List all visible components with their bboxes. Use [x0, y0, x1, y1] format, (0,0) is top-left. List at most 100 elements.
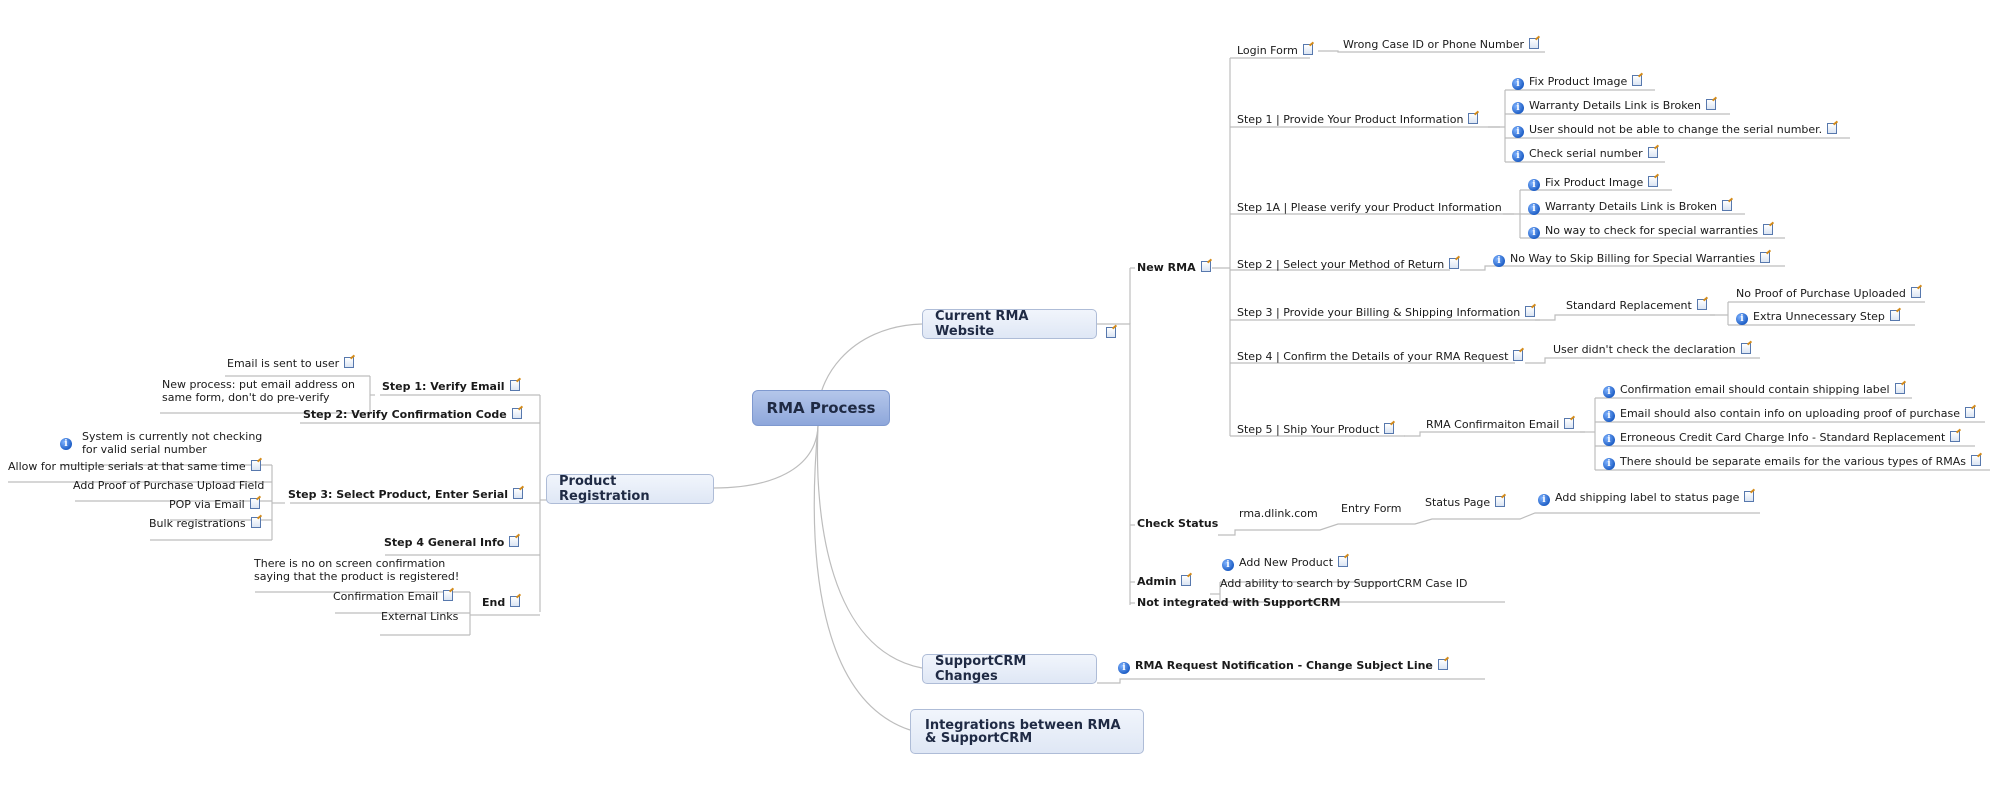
check-status-topic[interactable]: Check Status [1137, 517, 1219, 530]
pr-step4-topic[interactable]: Step 4 General Info [384, 536, 520, 550]
pr-step3-item[interactable]: Allow for multiple serials at that same … [8, 460, 261, 474]
admin-topic[interactable]: Admin [1137, 575, 1192, 589]
step2-topic[interactable]: Step 2 | Select your Method of Return [1237, 258, 1460, 272]
note-icon[interactable] [1647, 147, 1658, 158]
status-page-topic[interactable]: Status Page [1425, 496, 1506, 510]
note-icon[interactable] [1495, 496, 1506, 507]
step1a-topic[interactable]: Step 1A | Please verify your Product Inf… [1237, 201, 1502, 214]
note-icon[interactable] [1744, 491, 1755, 502]
note-icon[interactable] [1449, 258, 1460, 269]
note-icon[interactable] [249, 498, 260, 509]
note-icon[interactable] [1525, 306, 1536, 317]
step4-topic[interactable]: Step 4 | Confirm the Details of your RMA… [1237, 350, 1524, 364]
note-icon[interactable] [344, 357, 355, 368]
note-icon[interactable] [1384, 423, 1395, 434]
step4-issue[interactable]: User didn't check the declaration [1553, 343, 1751, 357]
note-icon[interactable] [443, 590, 454, 601]
note-icon[interactable] [250, 460, 261, 471]
note-icon[interactable] [509, 536, 520, 547]
note-icon[interactable] [513, 488, 524, 499]
pr-end-item[interactable]: External Links [381, 610, 459, 623]
info-icon: i [1603, 434, 1615, 446]
pr-end-item[interactable]: There is no on screen confirmation sayin… [254, 557, 460, 583]
note-icon[interactable] [1760, 252, 1771, 263]
main-topic-current-rma-website[interactable]: Current RMA Website [922, 309, 1097, 339]
pr-step3-item[interactable]: Bulk registrations [149, 517, 261, 531]
rma-confirmation-email-topic[interactable]: RMA Confirmaiton Email [1426, 418, 1575, 432]
step5-topic[interactable]: Step 5 | Ship Your Product [1237, 423, 1395, 437]
new-rma-topic[interactable]: New RMA [1137, 261, 1211, 275]
note-icon[interactable] [509, 380, 520, 391]
pr-step2-topic[interactable]: Step 2: Verify Confirmation Code [303, 408, 522, 422]
note-icon[interactable] [1200, 261, 1211, 272]
entry-form-topic[interactable]: Entry Form [1341, 502, 1402, 515]
login-issue[interactable]: Wrong Case ID or Phone Number [1343, 38, 1539, 52]
note-icon[interactable] [1513, 350, 1524, 361]
note-icon[interactable] [1827, 123, 1838, 134]
main-topic-supportcrm-changes[interactable]: SupportCRM Changes [922, 654, 1097, 684]
note-icon[interactable] [1971, 455, 1982, 466]
step3-topic[interactable]: Step 3 | Provide your Billing & Shipping… [1237, 306, 1536, 320]
note-icon[interactable] [1632, 75, 1643, 86]
pr-step3-topic[interactable]: Step 3: Select Product, Enter Serial [288, 488, 524, 502]
note-icon[interactable] [1722, 200, 1733, 211]
note-icon[interactable] [1740, 343, 1751, 354]
note-icon[interactable] [1965, 407, 1976, 418]
main-topic-integrations[interactable]: Integrations between RMA & SupportCRM [910, 709, 1144, 754]
note-icon[interactable] [1437, 659, 1448, 670]
standard-replacement-topic[interactable]: Standard Replacement [1566, 299, 1707, 313]
note-icon[interactable] [510, 596, 521, 607]
admin-item[interactable]: Add ability to search by SupportCRM Case… [1220, 577, 1468, 590]
note-icon[interactable] [1696, 299, 1707, 310]
check-status-site[interactable]: rma.dlink.com [1239, 507, 1318, 520]
note-icon[interactable] [511, 408, 522, 419]
step3-issue[interactable]: No Proof of Purchase Uploaded [1736, 287, 1921, 301]
login-form-topic[interactable]: Login Form [1237, 44, 1313, 58]
not-integrated-topic[interactable]: Not integrated with SupportCRM [1137, 596, 1341, 609]
main-topic-label: SupportCRM Changes [935, 654, 1027, 684]
pr-step3-item[interactable]: Add Proof of Purchase Upload Field [73, 479, 265, 492]
pr-step3-item[interactable]: i System is currently not checking for v… [60, 430, 267, 457]
note-icon[interactable] [1302, 44, 1313, 55]
note-icon[interactable] [1648, 176, 1659, 187]
pr-step1-topic[interactable]: Step 1: Verify Email [382, 380, 520, 394]
pr-step1-item[interactable]: Email is sent to user [227, 357, 355, 371]
note-icon[interactable] [1338, 556, 1349, 567]
note-icon[interactable] [1950, 431, 1961, 442]
main-topic-product-registration[interactable]: Product Registration [546, 474, 714, 504]
note-icon[interactable] [1910, 287, 1921, 298]
note-icon[interactable] [1763, 224, 1774, 235]
pr-end-item[interactable]: Confirmation Email [333, 590, 454, 604]
central-topic[interactable]: RMA Process [752, 390, 890, 426]
note-icon[interactable] [1706, 99, 1717, 110]
step1-topic[interactable]: Step 1 | Provide Your Product Informatio… [1237, 113, 1479, 127]
info-icon: i [1512, 78, 1524, 90]
note-icon[interactable] [1181, 575, 1192, 586]
pr-step3-item[interactable]: POP via Email [169, 498, 260, 512]
note-icon[interactable] [1528, 38, 1539, 49]
pr-end-topic[interactable]: End [482, 596, 521, 610]
note-icon[interactable] [250, 517, 261, 528]
pr-step1-item[interactable]: New process: put email address on same f… [162, 378, 355, 404]
note-icon[interactable] [1894, 383, 1905, 394]
note-icon[interactable] [1106, 327, 1116, 338]
note-icon[interactable] [1468, 113, 1479, 124]
note-icon[interactable] [1564, 418, 1575, 429]
note-icon[interactable] [1889, 310, 1900, 321]
